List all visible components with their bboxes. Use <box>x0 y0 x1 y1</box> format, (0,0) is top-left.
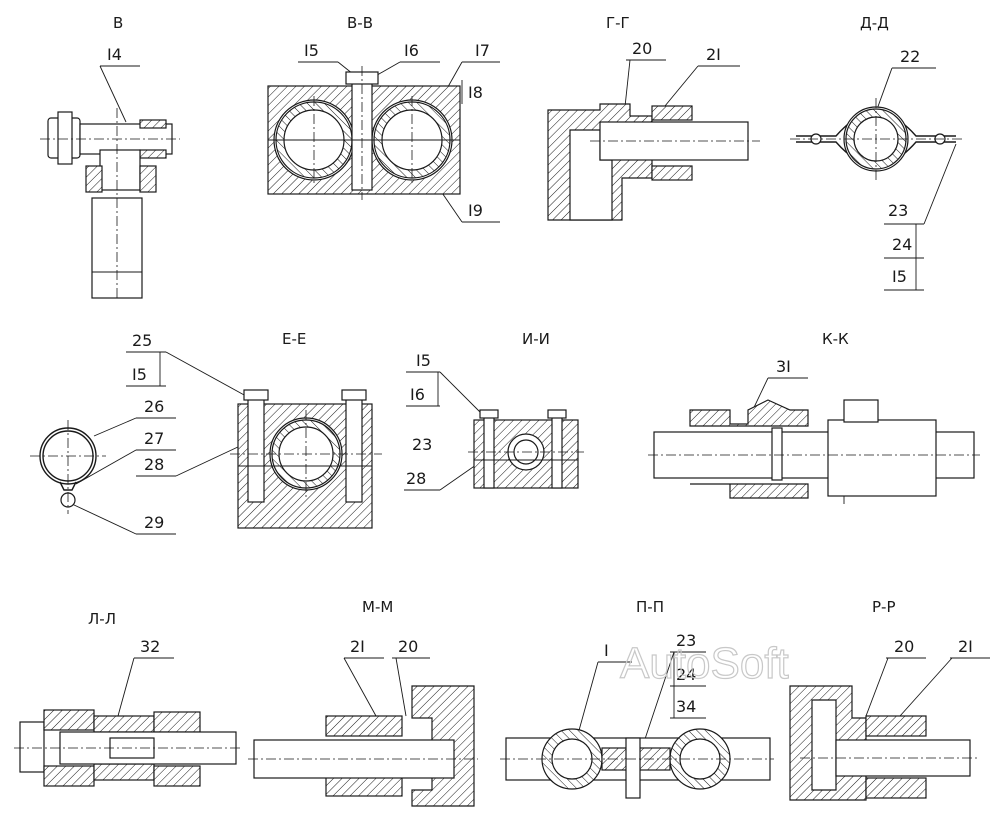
view-ii-title: И-И <box>522 330 550 348</box>
view-gg-title: Г-Г <box>606 14 630 32</box>
view-pp-title: П-П <box>636 598 664 616</box>
callout-20-r: 20 <box>894 637 914 656</box>
callout-26: 26 <box>144 397 164 416</box>
view-i-i: И-И I5 I6 23 28 <box>404 330 584 491</box>
callout-1: I <box>604 641 609 660</box>
view-rr-title: Р-Р <box>872 598 896 616</box>
callout-15-d: I5 <box>892 267 907 286</box>
view-e-e: Е-Е <box>230 330 382 529</box>
callout-28-i: 28 <box>406 469 426 488</box>
callout-14: I4 <box>107 45 122 64</box>
callout-21-r: 2I <box>958 637 973 656</box>
view-g-g: Г-Г 20 2I <box>547 14 760 221</box>
view-d-d: Д-Д 22 23 24 I5 <box>790 14 962 291</box>
callout-18: I8 <box>468 83 483 102</box>
callout-25: 25 <box>132 331 152 350</box>
view-dd-title: Д-Д <box>860 14 889 32</box>
view-vv-title: В-В <box>347 14 373 32</box>
callout-17: I7 <box>475 41 490 60</box>
view-p-p: П-П I 23 24 34 <box>500 598 774 799</box>
watermark: AutoSoft <box>620 639 789 688</box>
view-kk-title: К-К <box>822 330 849 348</box>
callout-23-i: 23 <box>412 435 432 454</box>
callout-20-m: 20 <box>398 637 418 656</box>
callout-32: 32 <box>140 637 160 656</box>
view-v-title: В <box>113 14 123 32</box>
view-ll-title: Л-Л <box>88 610 116 628</box>
callout-34: 34 <box>676 697 696 716</box>
callout-23: 23 <box>888 201 908 220</box>
callout-24: 24 <box>892 235 912 254</box>
view-m-m: М-М 2I 20 <box>248 598 478 807</box>
view-r-r: Р-Р 20 2I <box>789 598 990 801</box>
callout-28: 28 <box>144 455 164 474</box>
callout-29: 29 <box>144 513 164 532</box>
view-clamp-left: 25 I5 26 27 28 29 <box>30 331 247 535</box>
callout-19: I9 <box>468 201 483 220</box>
callout-15-e: I5 <box>132 365 147 384</box>
callout-16-i: I6 <box>410 385 425 404</box>
callout-22: 22 <box>900 47 920 66</box>
view-l-l: Л-Л 32 <box>14 610 240 787</box>
callout-15-i: I5 <box>416 351 431 370</box>
callout-16: I6 <box>404 41 419 60</box>
view-mm-title: М-М <box>362 598 393 616</box>
view-v-v: В-В I5 I6 I7 I8 I9 <box>267 14 500 223</box>
callout-27: 27 <box>144 429 164 448</box>
callout-23-p: 23 <box>676 631 696 650</box>
callout-24-p: 24 <box>676 665 696 684</box>
view-k-k: К-К 3I <box>648 330 980 504</box>
view-ee-title: Е-Е <box>282 330 306 348</box>
callout-31: 3I <box>776 357 791 376</box>
callout-21-m: 2I <box>350 637 365 656</box>
callout-20: 20 <box>632 39 652 58</box>
view-v: В I4 <box>40 14 180 300</box>
callout-15: I5 <box>304 41 319 60</box>
callout-21: 2I <box>706 45 721 64</box>
